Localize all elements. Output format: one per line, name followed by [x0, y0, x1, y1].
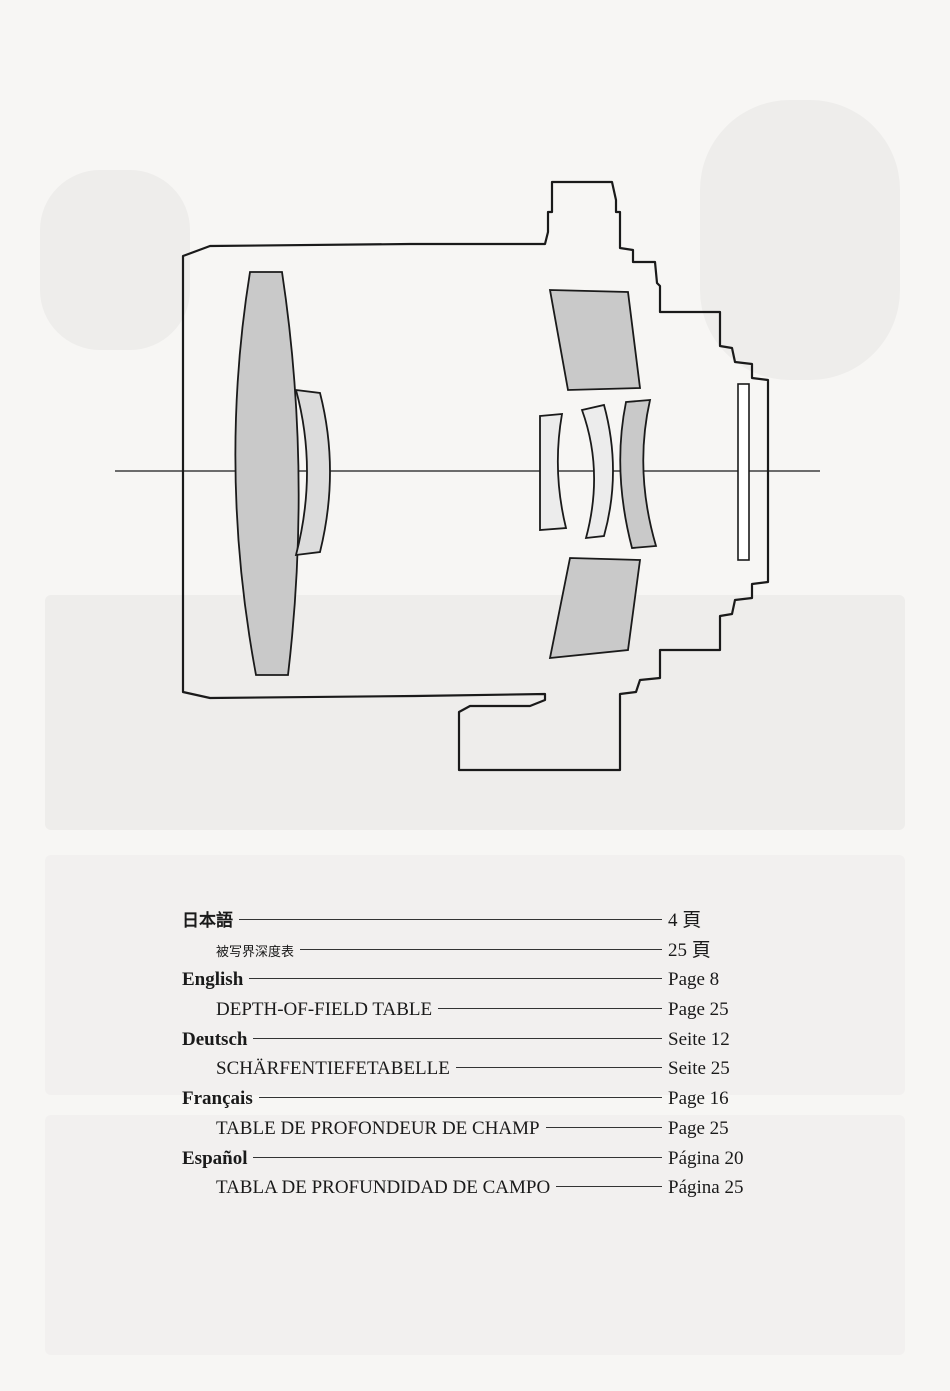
rear-element-c	[620, 400, 656, 548]
toc-entry-page: Página 20	[668, 1144, 752, 1174]
toc-entry-page: Seite 25	[668, 1054, 752, 1084]
toc-entry: TABLE DE PROFONDEUR DE CHAMP Page 25	[182, 1114, 752, 1144]
leader-line	[556, 1186, 662, 1187]
toc-entry: 被写界深度表 25 頁	[182, 936, 752, 966]
toc-entry-page: 25 頁	[668, 936, 752, 966]
toc-entry: DEPTH-OF-FIELD TABLE Page 25	[182, 995, 752, 1025]
lower-rear-element	[550, 558, 640, 658]
leader-line	[259, 1097, 662, 1098]
toc-entry-page: Page 25	[668, 1114, 752, 1144]
front-lens-element	[235, 272, 298, 675]
leader-line	[239, 919, 662, 920]
toc-entry: 日本語 4 頁	[182, 906, 752, 936]
toc-entry-label: Deutsch	[182, 1025, 247, 1055]
second-lens-element	[296, 390, 330, 555]
leader-line	[300, 949, 662, 950]
toc-entry-label: DEPTH-OF-FIELD TABLE	[216, 995, 432, 1025]
upper-rear-element	[550, 290, 640, 390]
leader-line	[249, 978, 662, 979]
toc-entry-label: Français	[182, 1084, 253, 1114]
toc-entry: Español Página 20	[182, 1144, 752, 1174]
toc-entry-page: Página 25	[668, 1173, 752, 1203]
toc-entry-label: Español	[182, 1144, 247, 1174]
toc-entry-page: Seite 12	[668, 1025, 752, 1055]
leader-line	[253, 1038, 662, 1039]
toc-entry-page: 4 頁	[668, 906, 752, 936]
toc-entry: TABLA DE PROFUNDIDAD DE CAMPO Página 25	[182, 1173, 752, 1203]
toc-entry-label: English	[182, 965, 243, 995]
toc-entry-label: 被写界深度表	[216, 938, 294, 968]
leader-line	[456, 1067, 662, 1068]
toc-entry: SCHÄRFENTIEFETABELLE Seite 25	[182, 1054, 752, 1084]
toc-entry: English Page 8	[182, 965, 752, 995]
toc-entry: Français Page 16	[182, 1084, 752, 1114]
toc-entry-page: Page 25	[668, 995, 752, 1025]
toc-entry-page: Page 16	[668, 1084, 752, 1114]
leader-line	[253, 1157, 662, 1158]
toc-entry-label: TABLA DE PROFUNDIDAD DE CAMPO	[216, 1173, 550, 1203]
leader-line	[546, 1127, 662, 1128]
toc-entry-label: TABLE DE PROFONDEUR DE CHAMP	[216, 1114, 540, 1144]
toc-entry-label: 日本語	[182, 907, 233, 937]
toc-entry-label: SCHÄRFENTIEFETABELLE	[216, 1054, 450, 1084]
toc-entry-page: Page 8	[668, 965, 752, 995]
toc-entry: Deutsch Seite 12	[182, 1025, 752, 1055]
rear-filter-element	[738, 384, 749, 560]
rear-element-a	[540, 414, 566, 530]
leader-line	[438, 1008, 662, 1009]
